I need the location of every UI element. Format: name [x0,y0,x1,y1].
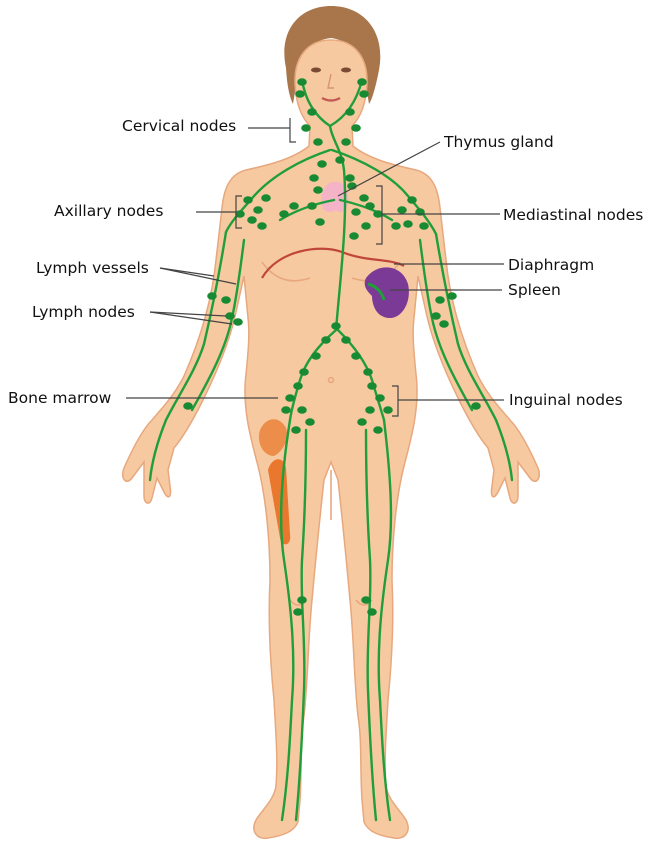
lymph-node [279,210,289,218]
lymph-node [297,596,307,604]
lymph-node [361,222,371,230]
lymph-node [361,596,371,604]
thymus-gland-label: Thymus gland [444,133,554,151]
left-eye [311,68,321,73]
lymph-node [307,108,317,116]
lymph-node [351,352,361,360]
lymph-vessels-label: Lymph vessels [36,259,149,277]
lymph-node [439,320,449,328]
lymph-node [317,160,327,168]
lymph-node [257,222,267,230]
lymph-nodes-label: Lymph nodes [32,303,135,321]
lymph-node [365,406,375,414]
lymph-node [291,426,301,434]
lymph-node [301,124,311,132]
lymph-node [331,322,341,330]
lymph-node [335,156,345,164]
lymph-node [403,220,413,228]
lymph-node [367,608,377,616]
lymph-node [293,608,303,616]
lymph-node [391,222,401,230]
lymph-node [345,174,355,182]
lymph-node [407,196,417,204]
lymph-node [357,78,367,86]
lymph-node [207,292,217,300]
lymph-node [315,218,325,226]
inguinal-nodes-label: Inguinal nodes [509,391,623,409]
lymph-node [311,352,321,360]
lymph-node [289,202,299,210]
lymph-node [367,382,377,390]
lymph-node [233,318,243,326]
lymph-node [373,426,383,434]
lymph-node [235,210,245,218]
lymph-node [293,382,303,390]
lymph-node [225,312,235,320]
lymph-node [321,336,331,344]
lymph-node [373,210,383,218]
lymph-node [297,406,307,414]
cervical-nodes-label: Cervical nodes [122,117,236,135]
lymph-node [341,138,351,146]
lymph-node [351,124,361,132]
lymph-node [299,368,309,376]
lymph-node [281,406,291,414]
lymph-node [349,232,359,240]
lymph-node [297,78,307,86]
spleen-label: Spleen [508,281,561,299]
lymph-node [415,208,425,216]
lymph-node [363,368,373,376]
lymph-node [221,296,231,304]
lymph-node [359,194,369,202]
lymph-node [471,402,481,410]
lymph-node [419,222,429,230]
lymph-node [375,394,385,402]
axillary-nodes-label: Axillary nodes [54,202,163,220]
cervical-nodes-bracket [290,118,296,142]
lymph-node [305,418,315,426]
lymph-node [431,312,441,320]
lymph-node [261,194,271,202]
lymph-node [183,402,193,410]
bone-marrow-label: Bone marrow [8,389,111,407]
lymph-node [243,196,253,204]
lymph-node [341,336,351,344]
lymph-node [307,202,317,210]
lymph-node [247,216,257,224]
lymph-node [253,206,263,214]
lymph-node [357,418,367,426]
mediastinal-nodes-label: Mediastinal nodes [503,206,643,224]
lymph-node [365,202,375,210]
lymph-node [345,108,355,116]
lymph-node [295,90,305,98]
lymph-node [447,292,457,300]
lymph-node [397,206,407,214]
lymph-node [313,138,323,146]
body-silhouette [123,40,540,838]
lymph-node [359,90,369,98]
right-eye [341,68,351,73]
lymph-node [285,394,295,402]
diaphragm-label: Diaphragm [508,256,594,274]
lymph-node [383,406,393,414]
lymph-node [313,186,323,194]
lymph-node [435,296,445,304]
lymph-node [351,208,361,216]
lymph-node [309,174,319,182]
